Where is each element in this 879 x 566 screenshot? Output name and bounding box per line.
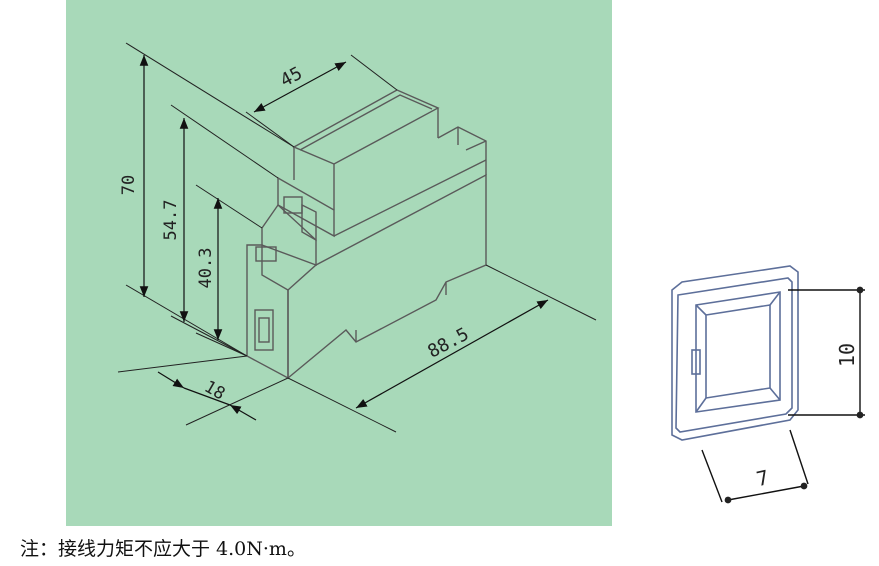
terminal-detail-drawing: 10 7 — [650, 260, 879, 520]
dim-front-width: 18 — [201, 377, 229, 405]
dimension-lines — [139, 54, 549, 421]
extension-lines — [117, 42, 597, 433]
dim-height-total: 70 — [119, 175, 139, 195]
dim-height-mid: 54.7 — [161, 200, 181, 241]
terminal-dimension-lines — [701, 286, 865, 504]
dim-width: 45 — [277, 63, 306, 92]
device-isometric-svg: 70 54.7 40.3 45 88.5 18 — [117, 42, 597, 433]
dim-depth: 88.5 — [424, 324, 472, 363]
main-dimension-drawing: 70 54.7 40.3 45 88.5 18 — [66, 0, 612, 526]
terminal-svg: 10 7 — [671, 265, 865, 504]
terminal-dim-width: 7 — [754, 465, 771, 491]
torque-note-caption: 注：接线力矩不应大于 4.0N·m。 — [20, 538, 306, 560]
dim-height-low: 40.3 — [196, 248, 216, 289]
terminal-outline — [671, 265, 799, 441]
terminal-dim-height: 10 — [835, 343, 859, 367]
